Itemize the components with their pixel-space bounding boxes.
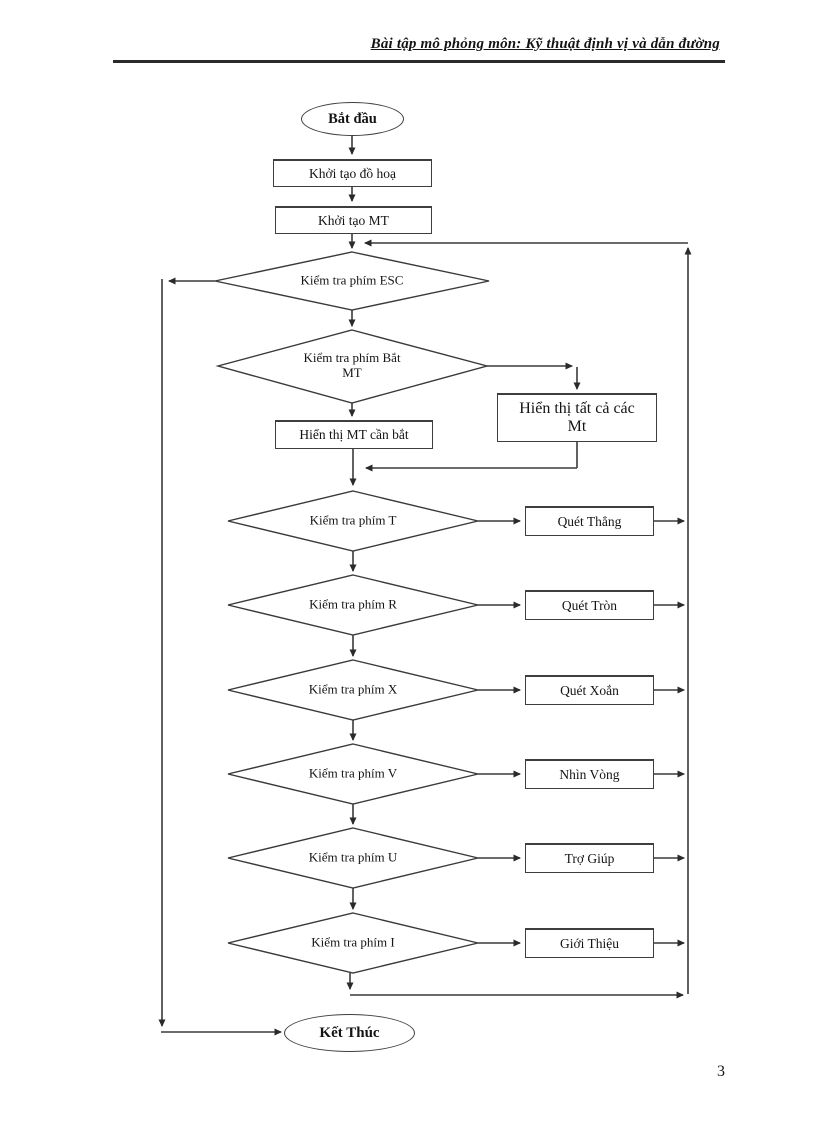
page-header: Bài tập mô phỏng môn: Kỹ thuật định vị v… [370,36,720,52]
process-about: Giới Thiệu [525,928,654,958]
label-check-key-u: Kiểm tra phím U [308,849,398,865]
header-rule [113,60,725,63]
process-show-all-mt-line1: Hiển thị tất cả các [519,400,635,418]
label-check-key-t: Kiểm tra phím T [309,512,397,528]
label-check-key-x: Kiểm tra phím X [308,681,398,697]
process-show-all-mt-line2: Mt [567,418,587,435]
page-number: 3 [717,1063,725,1080]
diamond-check-catch-mt [215,329,490,404]
process-help: Trợ Giúp [525,843,654,873]
diamond-check-key-u [227,827,479,889]
diamond-check-key-r [227,574,479,636]
process-view-around: Nhìn Vòng [525,759,654,789]
label-check-esc: Kiểm tra phím ESC [300,272,404,288]
process-scan-straight: Quét Thẳng [525,506,654,536]
flow-lines [158,136,692,1036]
diamond-check-key-v [227,743,479,805]
process-show-all-mt: Hiển thị tất cả các Mt [497,393,657,442]
diamond-check-key-t [227,490,479,552]
label-check-catch-mt: Kiểm tra phím Bắt MT [303,350,401,380]
diamond-check-key-i [227,912,479,974]
label-check-key-r: Kiểm tra phím R [309,596,397,612]
diamond-check-key-x [227,659,479,721]
label-check-key-v: Kiểm tra phím V [308,765,398,781]
process-init-mt: Khởi tạo MT [275,206,432,234]
label-check-key-i: Kiểm tra phím I [311,934,395,950]
diamond-check-esc [214,251,490,311]
process-init-graphics: Khởi tạo đồ hoạ [273,159,432,187]
decision-diamonds [214,251,490,974]
process-scan-spiral: Quét Xoắn [525,675,654,705]
start-terminator: Bắt đầu [301,102,404,136]
end-terminator: Kết Thúc [284,1014,415,1052]
process-show-catch-mt: Hiển thị MT cần bắt [275,420,433,449]
process-scan-circle: Quét Tròn [525,590,654,620]
